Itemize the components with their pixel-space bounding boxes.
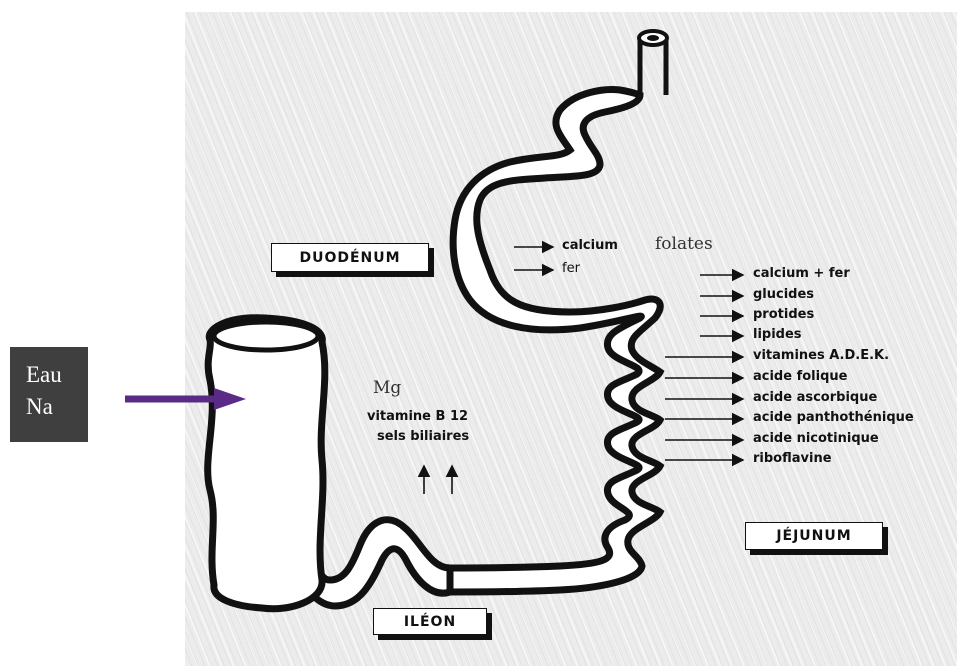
- duodenum-label: DUODÉNUM: [271, 243, 429, 272]
- bile-salts-label: sels biliaires: [377, 429, 469, 445]
- vitamin-b12-label: vitamine B 12: [367, 409, 468, 425]
- jejunum-item: calcium + fer: [753, 266, 850, 282]
- na-label: Na: [26, 391, 88, 423]
- jejunum-item: acide nicotinique: [753, 431, 879, 447]
- colon: [208, 318, 325, 609]
- jejunum-item: glucides: [753, 287, 814, 303]
- stomach-duodenum-jejunum: [450, 90, 660, 592]
- jejunum-label: JÉJUNUM: [745, 522, 883, 550]
- jejunum-arrows: [665, 275, 743, 460]
- jejunum-item: vitamines A.D.E.K.: [753, 348, 889, 364]
- jejunum-item: acide folique: [753, 369, 847, 385]
- duodenum-item-fer: fer: [562, 261, 580, 277]
- folates-label: folates: [655, 236, 713, 252]
- eau-label: Eau: [26, 359, 88, 391]
- ileum-arrows: [424, 466, 452, 494]
- jejunum-item: acide ascorbique: [753, 390, 877, 406]
- jejunum-item: acide panthothénique: [753, 410, 914, 426]
- duodenum-item-calcium: calcium: [562, 238, 618, 254]
- ileon-label: ILÉON: [373, 608, 487, 635]
- jejunum-item: riboflavine: [753, 451, 832, 467]
- jejunum-item: protides: [753, 307, 814, 323]
- jejunum-item: lipides: [753, 327, 802, 343]
- eau-na-box: Eau Na: [10, 347, 88, 442]
- duodenum-arrows: [514, 247, 553, 270]
- esophagus: [639, 31, 667, 95]
- mg-label: Mg: [373, 380, 401, 396]
